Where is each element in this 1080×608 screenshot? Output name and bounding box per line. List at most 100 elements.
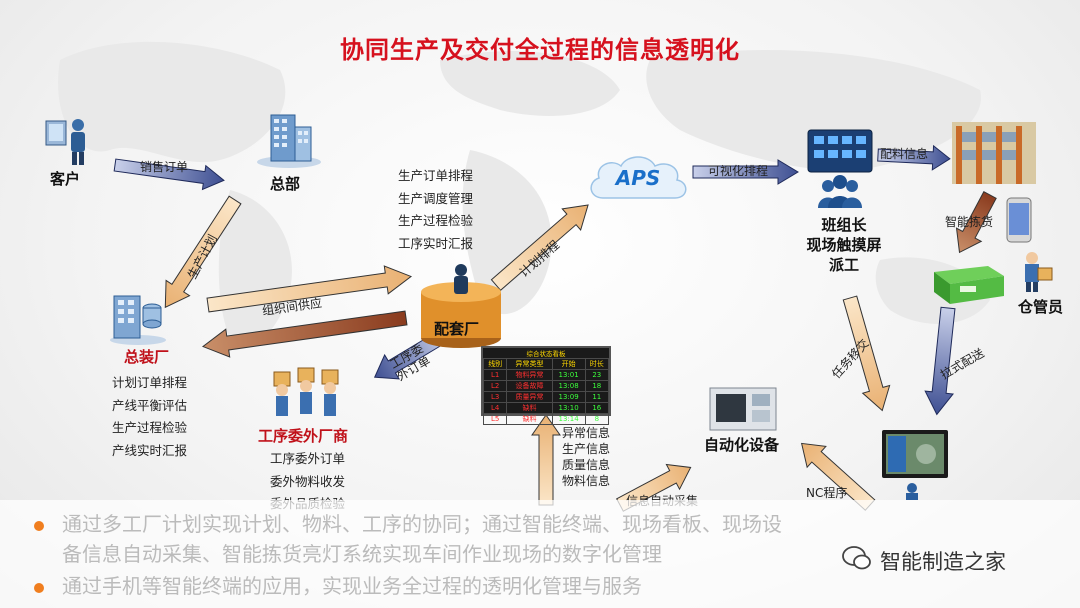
bullet-overlay [0, 500, 1080, 608]
supply-factory-list: 生产订单排程 生产调度管理 生产过程检验 工序实时汇报 [398, 165, 473, 255]
bullet-text: 备信息自动采集、智能拣货亮灯系统实现车间作业现场的数字化管理 [62, 542, 662, 566]
team-leader-label: 班组长 现场触摸屏 派工 [802, 215, 886, 275]
final-assembly-item: 生产过程检验 [112, 420, 188, 435]
team-touchscreen-icon [807, 129, 873, 208]
bullet-line-3: 通过手机等智能终端的应用，实现业务全过程的透明化管理与服务 [34, 572, 642, 600]
field-terminal-icon [882, 430, 948, 500]
board-cell: L4 [482, 402, 508, 414]
supply-factory-item: 生产调度管理 [398, 190, 474, 206]
board-cell: L2 [482, 380, 508, 392]
watermark-text: 智能制造之家 [880, 550, 1006, 574]
board-cell: 设备故障 [506, 380, 553, 392]
final-assembly-item: 计划订单排程 [112, 375, 188, 390]
final-assembly-factory-icon [110, 295, 166, 345]
arrow-production-plan [164, 195, 242, 309]
board-cell: 16 [584, 402, 610, 414]
status-board-title: 综合状态看板 [526, 350, 566, 358]
board-info-item: 质量信息 [562, 458, 611, 472]
board-cell: 质量异常 [506, 391, 553, 403]
team-leader-line: 现场触摸屏 [806, 236, 882, 254]
customer-label: 客户 [50, 170, 81, 188]
arrow-nc-program [800, 442, 876, 511]
board-cell: L3 [482, 391, 508, 403]
board-info-list: 异常信息 生产信息 质量信息 物料信息 [562, 425, 610, 489]
bullet-line-2: 备信息自动采集、智能拣货亮灯系统实现车间作业现场的数字化管理 [62, 540, 662, 568]
final-assembly-item: 产线实时汇报 [112, 442, 188, 458]
outsourcing-item: 委外物料收发 [270, 473, 346, 489]
board-cell: 13:10 [551, 402, 586, 414]
board-cell: 缺料 [506, 413, 553, 425]
smartphone-icon [1006, 197, 1032, 243]
board-cell: 11 [584, 391, 610, 403]
board-cell: 18 [584, 380, 610, 392]
arrow-visual-schedule [692, 159, 799, 185]
arrow-sales-order [113, 158, 225, 191]
warehouse-keeper-icon [1025, 252, 1053, 292]
board-header-cell: 时长 [584, 358, 610, 370]
board-cell: 物料异常 [506, 369, 553, 381]
bullet-line-1: 通过多工厂计划实现计划、物料、工序的协同；通过智能终端、现场看板、现场设 [34, 510, 782, 538]
board-cell: 13:14 [551, 413, 586, 425]
arrow-return-supply [201, 310, 408, 358]
supply-factory-item: 生产过程检验 [398, 213, 474, 228]
bullet-text: 通过手机等智能终端的应用，实现业务全过程的透明化管理与服务 [62, 574, 642, 598]
board-cell: L5 [482, 413, 508, 425]
label-visual-schedule: 可视化排程 [708, 164, 769, 178]
board-info-item: 异常信息 [562, 426, 611, 440]
supply-factory-item: 工序实时汇报 [398, 235, 474, 251]
arrow-kitting-info [877, 144, 951, 171]
board-info-item: 生产信息 [562, 442, 611, 456]
supply-factory-podium-icon [421, 264, 501, 348]
board-cell: 13:09 [551, 391, 586, 403]
label-nc-program: NC程序 [806, 486, 848, 500]
automation-label: 自动化设备 [704, 436, 780, 454]
board-info-item: 物料信息 [562, 474, 611, 488]
board-cell: 23 [584, 369, 610, 381]
status-board: 综合状态看板 线别 异常类型 开始 时长 L1 物料异常 13:01 23 L2… [481, 346, 611, 425]
warehouse-keeper-label: 仓管员 [1018, 298, 1064, 316]
outsourcing-label: 工序委外厂商 [258, 427, 349, 445]
team-leader-line: 派工 [828, 256, 859, 274]
board-cell: 缺料 [506, 402, 553, 414]
label-smart-picking: 智能拣货 [945, 215, 994, 229]
wechat-icon [842, 546, 871, 570]
final-assembly-list: 计划订单排程 产线平衡评估 生产过程检验 产线实时汇报 [112, 372, 187, 462]
smart-picking-cart-icon [934, 266, 1004, 304]
arrow-plan-schedule [490, 204, 589, 291]
board-cell: 13:01 [551, 369, 586, 381]
arrow-task-handover [842, 295, 891, 412]
warehouse-racks-image [952, 122, 1036, 184]
board-cell: L1 [482, 369, 508, 381]
board-header-cell: 异常类型 [506, 358, 553, 370]
bullet-dot [34, 582, 44, 593]
page-title: 协同生产及交付全过程的信息透明化 [340, 36, 740, 64]
outsourcing-item: 工序委外订单 [270, 451, 346, 466]
bullet-text: 通过多工厂计划实现计划、物料、工序的协同；通过智能终端、现场看板、现场设 [62, 512, 782, 536]
customer-icon [45, 119, 85, 165]
team-leader-line: 班组长 [821, 216, 867, 234]
board-header-cell: 开始 [551, 358, 586, 370]
board-cell: 8 [584, 413, 610, 425]
arrow-into-board [531, 414, 561, 506]
final-assembly-item: 产线平衡评估 [112, 397, 188, 413]
aps-label: APS [615, 166, 661, 190]
label-kitting-info: 配料信息 [880, 147, 929, 161]
headquarters-label: 总部 [270, 175, 301, 193]
arrow-inter-org-supply [206, 265, 413, 313]
status-board-table: 线别 异常类型 开始 时长 L1 物料异常 13:01 23 L2 设备故障 1… [482, 358, 610, 425]
outsourcing-workers-icon [273, 367, 339, 416]
arrow-pull-delivery [924, 306, 956, 416]
label-sales-order: 销售订单 [140, 160, 189, 174]
bullet-dot [34, 520, 44, 531]
automation-machine-icon [709, 387, 777, 431]
final-assembly-label: 总装厂 [124, 348, 170, 366]
arrow-smart-picking [955, 191, 997, 254]
aps-cloud-icon [590, 156, 687, 199]
headquarters-building-icon [257, 114, 321, 168]
supply-factory-item: 生产订单排程 [398, 168, 474, 183]
supply-factory-label: 配套厂 [434, 320, 480, 338]
board-header-cell: 线别 [482, 358, 508, 370]
board-cell: 13:08 [551, 380, 586, 392]
